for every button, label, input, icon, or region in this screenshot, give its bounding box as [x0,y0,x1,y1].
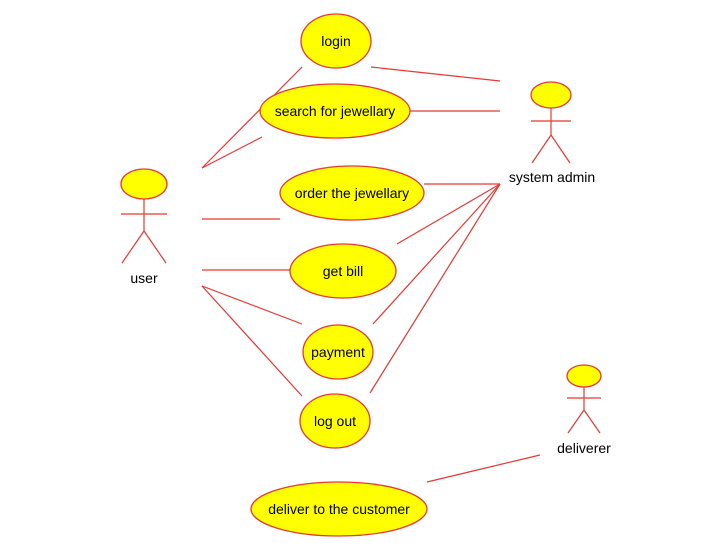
actor-system-admin-label: system admin [509,169,595,185]
use-case-bill-label: get bill [323,263,363,279]
actor-user-label: user [130,270,158,286]
use-case-search: search for jewellary [259,83,411,139]
admin-logout-link [369,183,501,394]
use-case-order-label: order the jewellary [295,185,409,201]
use-case-order: order the jewellary [279,165,425,221]
use-case-login-label: login [321,33,351,49]
use-case-search-label: search for jewellary [275,103,396,119]
user-logout-link [201,285,303,397]
actor-deliverer-label: deliverer [557,440,611,456]
admin-bill-link [396,183,501,245]
use-case-bill: get bill [289,243,397,299]
user-search-link [201,136,263,169]
deliverer-deliver-link [426,454,541,483]
use-case-login: login [300,13,372,69]
use-case-deliver: deliver to the customer [250,481,428,537]
use-case-payment-label: payment [311,344,365,360]
user-login-link [201,66,303,169]
use-case-logout-label: log out [314,413,356,429]
use-case-logout: log out [299,393,371,449]
actor-user-head [120,168,168,200]
use-case-payment: payment [302,324,374,380]
admin-payment-link [372,183,501,325]
use-case-deliver-label: deliver to the customer [268,501,410,517]
actor-user: user [120,168,168,286]
actor-deliverer: deliverer [557,364,611,456]
admin-login-link [370,66,501,82]
associations [201,66,541,483]
actor-deliverer-head [566,364,602,388]
user-payment-link [201,285,303,325]
actor-system-admin: system admin [509,81,595,185]
actor-system-admin-head [530,81,572,109]
